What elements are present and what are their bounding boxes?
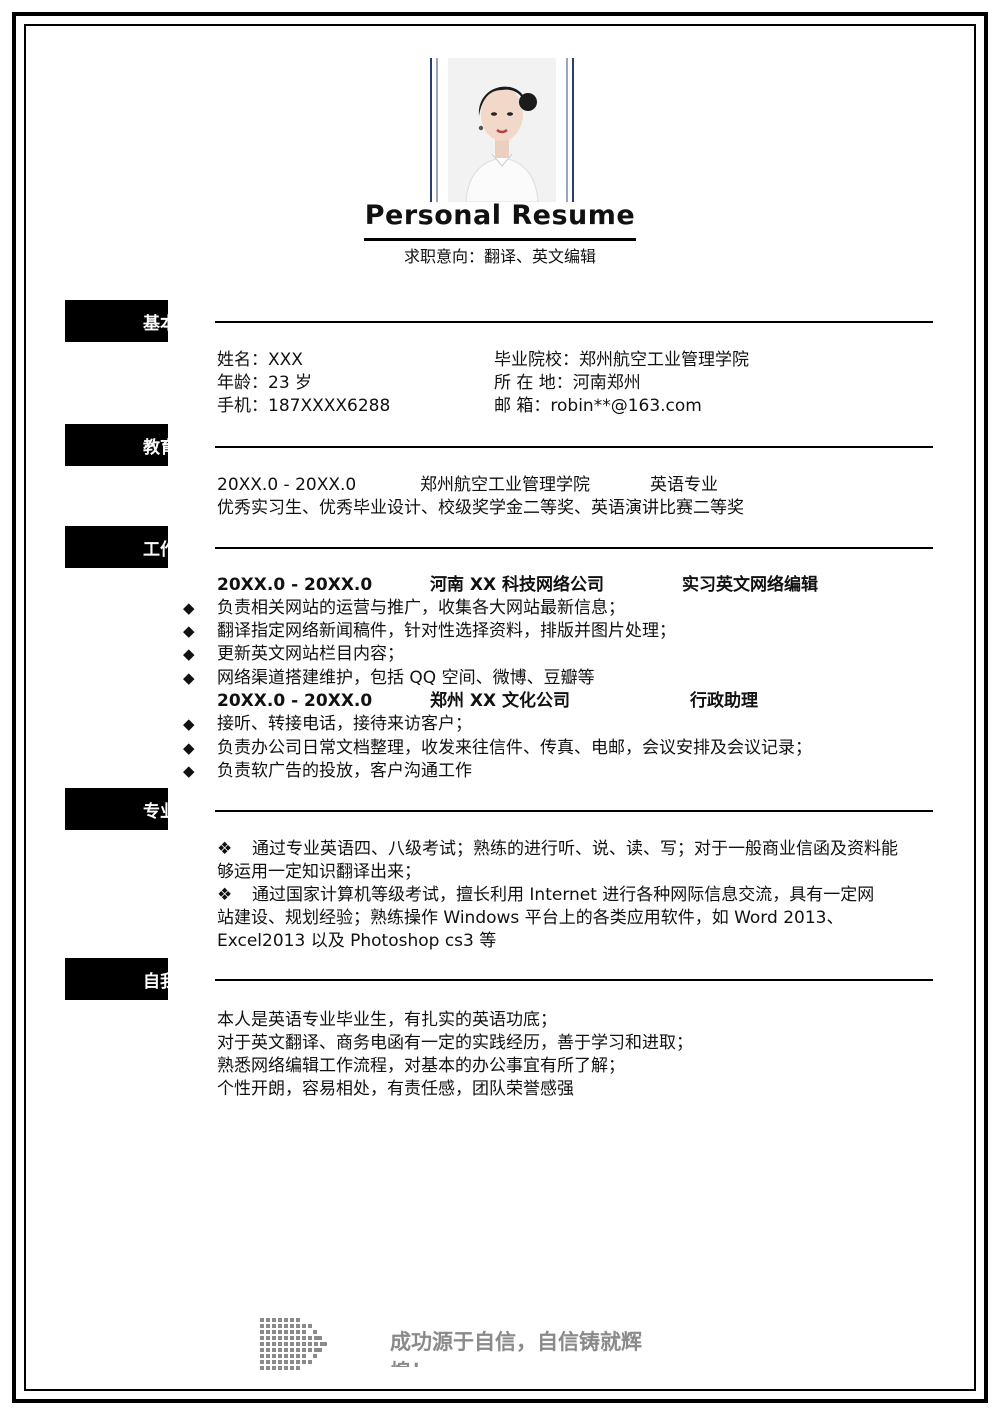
job-period: 20XX.0 - 20XX.0 (217, 691, 373, 711)
section-rule (215, 979, 933, 981)
skill-text: 通过国家计算机等级考试，擅长利用 Internet 进行各种网际信息交流，具有一… (252, 885, 875, 905)
dotted-arrow-icon (258, 1316, 340, 1378)
diamond-bullet-icon: ◆ (183, 715, 195, 733)
section-tag-self: 自我评价 (65, 958, 168, 1000)
edu-awards: 优秀实习生、优秀毕业设计、校级奖学金二等奖、英语演讲比赛二等奖 (217, 498, 744, 518)
self-text: 个性开朗，容易相处，有责任感，团队荣誉感强 (217, 1079, 574, 1099)
edu-major: 英语专业 (650, 475, 718, 495)
section-rule (215, 321, 933, 323)
diamond-bullet-icon: ◆ (183, 739, 195, 757)
title-underline (364, 238, 636, 241)
job-duty: 翻译指定网络新闻稿件，针对性选择资料，排版并图片处理； (217, 621, 676, 641)
basic-phone: 手机：187XXXX6288 (217, 396, 391, 416)
job-duty: 负责相关网站的运营与推广，收集各大网站最新信息； (217, 598, 625, 618)
skill-text: 通过专业英语四、八级考试；熟练的进行听、说、读、写；对于一般商业信函及资料能 (252, 839, 898, 859)
job-company: 郑州 XX 文化公司 (430, 691, 571, 711)
section-rule (215, 547, 933, 549)
edu-period: 20XX.0 - 20XX.0 (217, 475, 357, 495)
diamond-bullet-icon: ◆ (183, 762, 195, 780)
resume-title: Personal Resume (364, 200, 636, 231)
profile-photo-frame (430, 58, 574, 202)
diamond-bullet-icon: ◆ (183, 622, 195, 640)
self-text: 熟悉网络编辑工作流程，对基本的办公事宜有所了解； (217, 1056, 625, 1076)
job-intent: 求职意向：翻译、英文编辑 (403, 247, 596, 266)
basic-email: 邮 箱：robin**@163.com (494, 396, 702, 416)
job-duty: 负责软广告的投放，客户沟通工作 (217, 761, 472, 781)
outer-border (12, 12, 988, 1403)
basic-school: 毕业院校：郑州航空工业管理学院 (494, 350, 749, 370)
self-text: 本人是英语专业毕业生，有扎实的英语功底； (217, 1010, 557, 1030)
skill-text: 站建设、规划经验；熟练操作 Windows 平台上的各类应用软件，如 Word … (217, 908, 844, 928)
job-company: 河南 XX 科技网络公司 (430, 575, 605, 595)
self-text: 对于英文翻译、商务电函有一定的实践经历，善于学习和进取； (217, 1033, 693, 1053)
job-position: 实习英文网络编辑 (682, 575, 818, 595)
skill-bullet-icon: ❖ (217, 885, 233, 905)
basic-location: 所 在 地：河南郑州 (494, 373, 641, 393)
profile-photo (448, 58, 556, 202)
job-duty: 更新英文网站栏目内容； (217, 644, 404, 664)
skill-bullet-icon: ❖ (217, 839, 233, 859)
section-tag-basic: 基本信息 (65, 300, 168, 342)
edu-school: 郑州航空工业管理学院 (420, 475, 590, 495)
job-position: 行政助理 (690, 691, 758, 711)
section-rule (215, 446, 933, 448)
skill-text: 够运用一定知识翻译出来； (217, 862, 421, 882)
section-rule (215, 810, 933, 812)
footer-slogan: 成功源于自信，自信铸就辉煌！ (390, 1330, 642, 1367)
basic-name: 姓名：XXX (217, 350, 303, 370)
job-period: 20XX.0 - 20XX.0 (217, 575, 373, 595)
job-duty: 接听、转接电话，接待来访客户； (217, 714, 472, 734)
inner-border (24, 24, 976, 1391)
diamond-bullet-icon: ◆ (183, 669, 195, 687)
job-duty: 网络渠道搭建维护，包括 QQ 空间、微博、豆瓣等 (217, 668, 595, 688)
section-tag-education: 教育背景 (65, 424, 168, 466)
job-duty: 负责办公司日常文档整理，收发来往信件、传真、电邮，会议安排及会议记录； (217, 738, 812, 758)
basic-age: 年龄：23 岁 (217, 373, 313, 393)
section-tag-skills: 专业技能 (65, 788, 168, 830)
diamond-bullet-icon: ◆ (183, 645, 195, 663)
diamond-bullet-icon: ◆ (183, 599, 195, 617)
section-tag-work: 工作经历 (65, 526, 168, 568)
skill-text: Excel2013 以及 Photoshop cs3 等 (217, 931, 497, 951)
